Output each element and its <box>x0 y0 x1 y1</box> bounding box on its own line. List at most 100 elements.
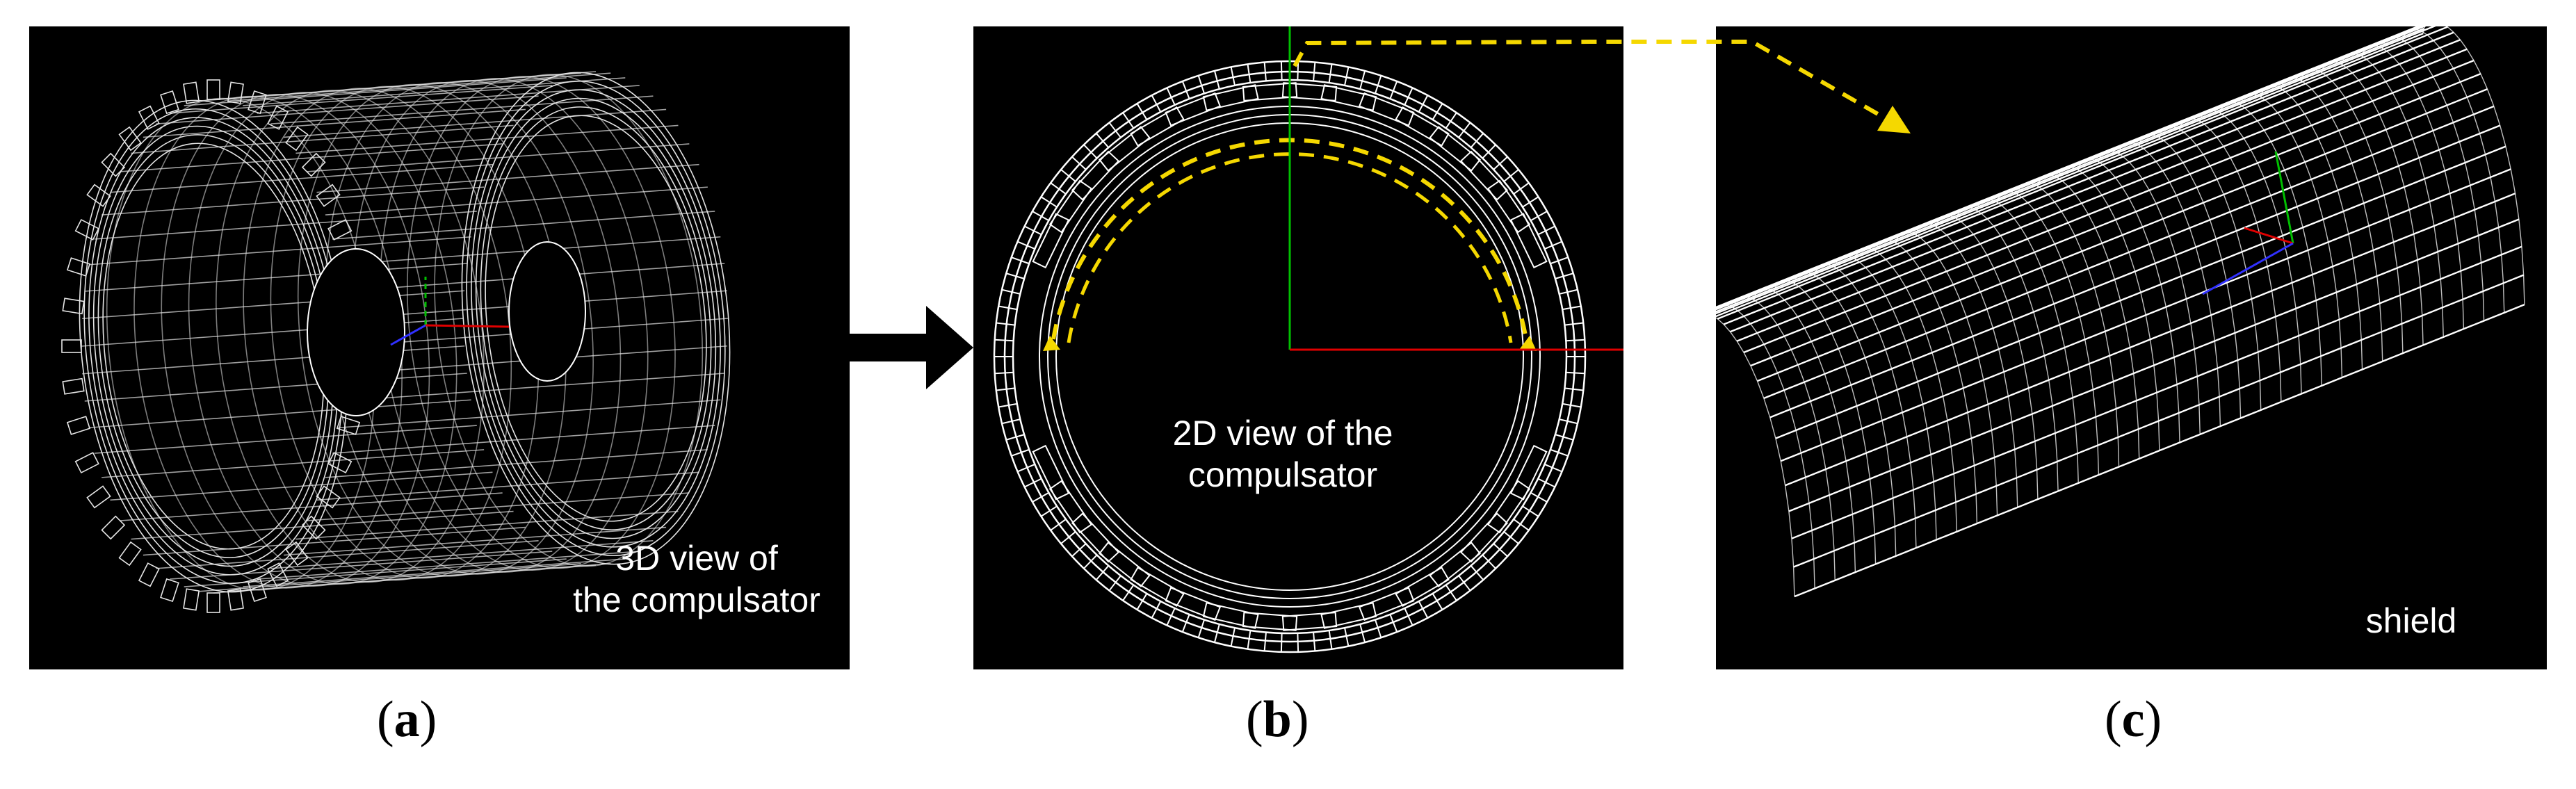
ring-segment <box>1562 305 1581 311</box>
ring-segment <box>1071 156 1087 170</box>
cylinder-stringer <box>131 124 514 154</box>
upper-magnet-block <box>1429 126 1482 172</box>
ring-segment <box>1151 95 1162 113</box>
cylinder-stringer <box>257 551 640 580</box>
ring-segment <box>1297 61 1299 81</box>
upper-magnet-block <box>1071 150 1120 201</box>
magnet-block <box>227 588 244 611</box>
compulsator-2d-wireframe <box>993 26 1623 653</box>
cylinder-stringer <box>307 492 690 521</box>
lower-magnet-block <box>1281 612 1338 631</box>
ring-segment <box>1513 182 1530 195</box>
ring-segment <box>1122 584 1135 601</box>
upper-magnet-block <box>1459 150 1509 201</box>
shield-long-line <box>1794 304 2525 598</box>
ring-segment <box>1375 619 1382 638</box>
ring-segment <box>996 322 1015 326</box>
ring-segment <box>1263 62 1267 81</box>
cylinder-stringer <box>342 373 725 402</box>
upper-magnet-block <box>1320 84 1377 111</box>
ring-segment <box>1522 505 1539 517</box>
ring-segment <box>1247 630 1251 649</box>
ring-segment <box>1458 575 1471 592</box>
cylinder-stringer <box>143 526 526 556</box>
magnet-block <box>66 416 91 435</box>
cylinder-stringer <box>84 373 467 402</box>
ring-segment <box>1280 61 1283 81</box>
ring-segment <box>1359 624 1366 643</box>
ring-segment <box>1470 133 1484 148</box>
ring-segment <box>1418 601 1429 619</box>
ring-segment <box>1011 448 1030 457</box>
magnet-block <box>62 298 85 315</box>
cylinder-stringer <box>198 562 581 592</box>
cylinder-stringer <box>213 71 597 100</box>
magnet-block <box>267 105 289 130</box>
cylinder-stringer <box>332 211 715 240</box>
white-divider <box>1623 83 1716 669</box>
shield-cross-line <box>1716 304 1815 589</box>
ring-segment <box>1328 630 1333 649</box>
ring-segment <box>1005 273 1025 279</box>
magnet-block <box>227 81 244 104</box>
cylinder-stringer <box>243 77 626 106</box>
cylinder-stringer <box>88 236 471 266</box>
axis-x <box>2244 227 2294 245</box>
shield-long-line <box>1716 27 2424 313</box>
shield-cross-line <box>2281 77 2383 361</box>
ring-segment <box>1136 593 1148 610</box>
magnet-block <box>183 588 200 611</box>
ring-segment <box>1537 478 1555 488</box>
cylinder-stringer <box>284 526 667 556</box>
magnet-block <box>285 126 309 152</box>
ring-segment <box>1071 543 1087 558</box>
shield-cross-line <box>2219 101 2322 386</box>
lower-magnet-block <box>1320 602 1377 629</box>
shield-long-line <box>1769 124 2501 418</box>
shield-arc-dashed-inner <box>1067 152 1513 343</box>
ring-segment <box>1213 624 1220 643</box>
cylinder-stringer <box>131 510 514 540</box>
magnet-block <box>285 541 309 567</box>
cylinder-stringer <box>102 449 485 478</box>
cylinder-stringer <box>110 471 493 501</box>
shield-long-line <box>1743 59 2474 354</box>
ring-segment <box>1564 387 1584 391</box>
magnet-block <box>61 339 82 353</box>
magnet-block <box>206 79 220 100</box>
ring-segment <box>1432 593 1443 610</box>
shield-cross-line <box>2179 117 2282 402</box>
shield-long-line <box>1716 26 2420 309</box>
panel-3d-view: 3D view of the compulsator <box>29 26 850 669</box>
magnet-block <box>316 485 341 509</box>
shield-long-line <box>1793 274 2525 568</box>
cylinder-stringer <box>325 186 708 215</box>
ring-segment <box>1166 608 1176 626</box>
panel-b-label-line2: compulsator <box>1188 455 1378 494</box>
ring-segment <box>1213 70 1220 90</box>
magnet-block <box>183 81 200 104</box>
ring-segment <box>1493 156 1508 170</box>
ring-segment <box>998 402 1017 408</box>
ring-segment <box>1555 434 1574 441</box>
panel-b-label: 2D view of the compulsator <box>1130 412 1436 496</box>
shield-long-line <box>1775 145 2506 439</box>
cylinder-stringer <box>156 95 539 124</box>
cylinder-stringer <box>332 425 715 454</box>
shield-arc-arrowhead-right <box>1519 336 1537 351</box>
ring-segment <box>1470 565 1484 580</box>
shield-cross-line <box>1733 296 1836 580</box>
shield-cross-line <box>2118 142 2221 427</box>
ring-segment <box>1040 196 1058 208</box>
cylinder-stringer <box>295 124 679 154</box>
panel-shield-view: shield <box>1716 26 2547 669</box>
ring-segment <box>1566 339 1585 342</box>
caption-c-letter: c <box>2121 691 2145 748</box>
magnet-block <box>138 105 160 130</box>
ring-segment <box>1197 75 1205 94</box>
ring-segment <box>1032 491 1049 503</box>
magnet-block <box>66 257 91 277</box>
cylinder-stringer <box>316 163 699 193</box>
cylinder-end-ring-back <box>485 115 707 522</box>
shield-cross-line <box>2301 69 2404 354</box>
